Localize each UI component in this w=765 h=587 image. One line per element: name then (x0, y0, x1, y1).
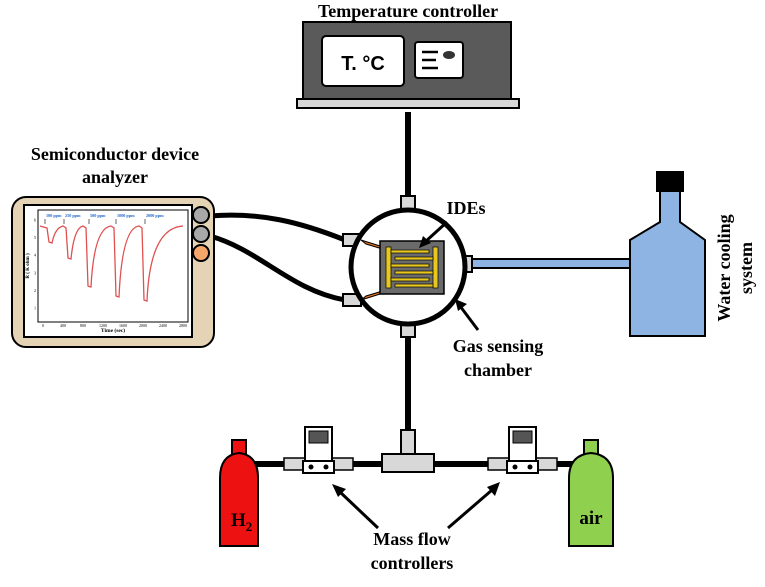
semiconductor-analyzer: 1 2 3 4 5 6 0 400 800 1200 1600 2000 2400 2800 100 p… (11, 196, 215, 348)
water-pipe (467, 258, 631, 269)
analyzer-x-tick: 800 (80, 323, 86, 328)
controller-knob-icon (443, 51, 455, 59)
analyzer-y-tick: 3 (34, 270, 36, 275)
analyzer-x-tick: 0 (42, 323, 44, 328)
analyzer-x-tick: 2000 (139, 323, 147, 328)
menu-lines-icon (422, 50, 438, 70)
analyzer-xlabel: Time (sec) (101, 327, 125, 334)
analyzer-plot: 1 2 3 4 5 6 0 400 800 1200 1600 2000 2400 2800 100 p… (26, 209, 189, 334)
temperature-controller: T. °C (296, 21, 520, 109)
analyzer-annotation: 1000 ppm (117, 213, 135, 218)
label-water-line1: Water cooling (714, 214, 734, 321)
label-gas-line1: Gas sensing (453, 336, 544, 356)
tee-junction (381, 429, 435, 473)
analyzer-cables (207, 212, 348, 303)
analyzer-port-middle (192, 225, 210, 243)
analyzer-y-tick: 1 (34, 306, 36, 311)
label-gas-line2: chamber (464, 360, 532, 380)
mfc-arrow-left (338, 490, 380, 530)
chamber-arrow (458, 305, 480, 331)
mfc-arrowhead-left (332, 484, 346, 497)
analyzer-port-top (192, 206, 210, 224)
label-mass-line2: controllers (371, 553, 454, 573)
label-semiconductor-line1: Semiconductor device (31, 144, 199, 164)
analyzer-knob (192, 244, 210, 262)
ides-arrowhead (419, 236, 431, 248)
gas-sensing-chamber (342, 195, 473, 338)
h2-cylinder (219, 439, 259, 547)
analyzer-x-tick: 1200 (99, 323, 107, 328)
analyzer-x-ticks: 0 400 800 1200 1600 2000 2400 2800 (42, 323, 187, 328)
controller-display (321, 35, 405, 87)
air-cylinder (568, 439, 614, 547)
ides-arrow (423, 220, 449, 244)
chamber-arrowhead (455, 299, 467, 311)
analyzer-x-tick: 2800 (179, 323, 187, 328)
mass-flow-controller-right (487, 426, 558, 474)
mass-flow-controller-left (283, 426, 354, 474)
water-cooling-bottle (629, 171, 706, 337)
analyzer-x-tick: 2400 (159, 323, 167, 328)
analyzer-response-curve (39, 225, 184, 302)
analyzer-y-tick: 6 (34, 218, 36, 223)
label-h2-sub: 2 (246, 519, 253, 534)
analyzer-annotation: 250 ppm (65, 213, 81, 218)
analyzer-x-tick: 400 (60, 323, 66, 328)
label-water-line2: system (736, 242, 756, 294)
analyzer-annotation: 2000 ppm (146, 213, 164, 218)
bottle-cap (656, 171, 684, 192)
ides-electrode (385, 246, 439, 289)
label-air: air (579, 508, 603, 529)
analyzer-annotation: 500 ppm (90, 213, 106, 218)
analyzer-screen (23, 204, 193, 338)
label-temperature-controller: Temperature controller (318, 1, 498, 21)
analyzer-x-tick: 1600 (119, 323, 127, 328)
label-h2-base: H (231, 510, 246, 531)
analyzer-y-tick: 4 (34, 253, 36, 258)
analyzer-ylabel: R ( K ohm ) (26, 253, 31, 279)
analyzer-y-tick: 5 (34, 235, 36, 240)
analyzer-y-tick: 2 (34, 288, 36, 293)
label-h2: H2 (231, 510, 252, 534)
mfc-arrowhead-right (487, 482, 500, 496)
label-ides: IDEs (446, 198, 485, 218)
label-semiconductor-line2: analyzer (82, 167, 148, 187)
analyzer-annotation: 100 ppm (46, 213, 62, 218)
controller-temp-text: T. °C (341, 53, 385, 75)
label-mass-line1: Mass flow (373, 529, 451, 549)
analyzer-y-ticks: 1 2 3 4 5 6 (34, 218, 36, 311)
mfc-arrow-right (447, 488, 493, 530)
